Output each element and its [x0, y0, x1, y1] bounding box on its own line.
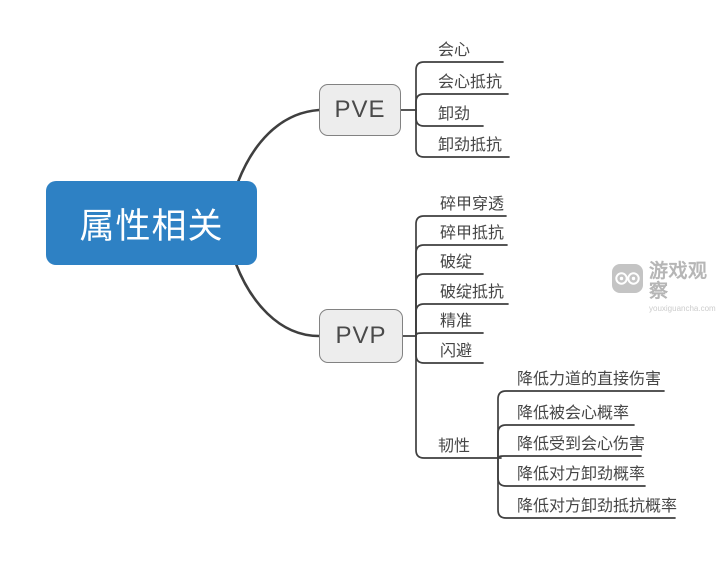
leaf-tough-reduce-direct-damage[interactable]: 降低力道的直接伤害 [517, 371, 662, 388]
leaf-pve-parry-resist[interactable]: 卸劲抵抗 [438, 137, 503, 154]
toughness-edges [497, 390, 676, 519]
watermark: 游戏观察 youxiguancha.com [612, 262, 720, 313]
watermark-url: youxiguancha.com [649, 304, 716, 313]
subbranch-toughness[interactable]: 韧性 [438, 438, 471, 455]
edge-root-pve [236, 108, 321, 184]
leaf-pvp-accuracy[interactable]: 精准 [440, 313, 473, 330]
pve-node-label: PVE [334, 96, 386, 123]
pvp-node-label: PVP [335, 322, 387, 349]
pve-edges [400, 61, 510, 158]
edge-root-pvp [234, 262, 321, 338]
leaf-tough-reduce-crit-chance[interactable]: 降低被会心概率 [517, 405, 630, 422]
leaf-pvp-flaw[interactable]: 破绽 [440, 254, 473, 271]
goggles-icon [612, 264, 643, 293]
leaf-pve-parry[interactable]: 卸劲 [438, 106, 471, 123]
root-node-attributes[interactable]: 属性相关 [46, 181, 257, 265]
branch-node-pvp[interactable]: PVP [319, 309, 403, 363]
leaf-pve-crit-resist[interactable]: 会心抵抗 [438, 74, 503, 91]
leaf-tough-reduce-enemy-parry[interactable]: 降低对方卸劲概率 [517, 466, 646, 483]
leaf-pvp-dodge[interactable]: 闪避 [440, 343, 473, 360]
watermark-text: 游戏观察 youxiguancha.com [649, 261, 720, 314]
leaf-tough-reduce-crit-damage[interactable]: 降低受到会心伤害 [517, 436, 646, 453]
leaf-pvp-armor-pierce[interactable]: 碎甲穿透 [440, 196, 505, 213]
leaf-pve-crit[interactable]: 会心 [438, 42, 471, 59]
leaf-pvp-armor-resist[interactable]: 碎甲抵抗 [440, 225, 505, 242]
leaf-pvp-flaw-resist[interactable]: 破绽抵抗 [440, 284, 505, 301]
root-node-label: 属性相关 [79, 206, 224, 246]
watermark-name: 游戏观察 [649, 261, 708, 302]
leaf-tough-reduce-enemy-parry-resist[interactable]: 降低对方卸劲抵抗概率 [517, 498, 678, 515]
pvp-edges [402, 215, 509, 459]
branch-node-pve[interactable]: PVE [319, 84, 401, 136]
